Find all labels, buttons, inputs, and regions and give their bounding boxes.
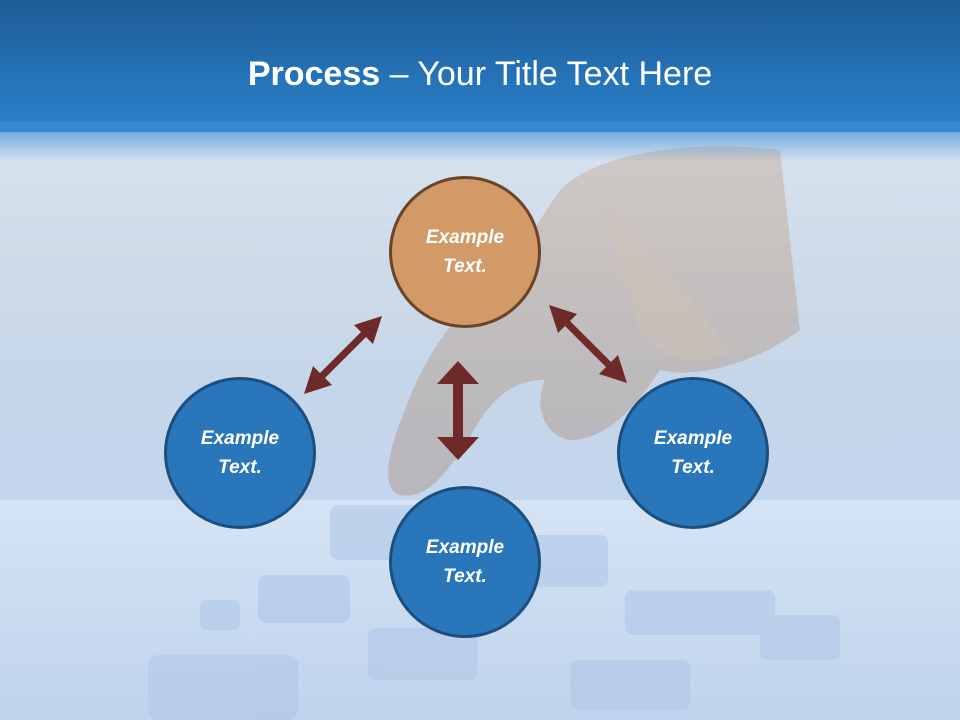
node-bottom-label: Example Text. bbox=[425, 537, 505, 587]
node-left[interactable]: Example Text. bbox=[164, 377, 316, 529]
header-fade bbox=[0, 122, 960, 162]
header-band bbox=[0, 0, 960, 132]
arrow-vertical bbox=[437, 361, 479, 460]
node-top-label: Example Text. bbox=[425, 227, 505, 277]
slide-title[interactable]: Process – Your Title Text Here bbox=[0, 52, 960, 96]
node-top[interactable]: Example Text. bbox=[389, 176, 541, 328]
node-left-label: Example Text. bbox=[200, 428, 280, 478]
title-rest: Your Title Text Here bbox=[417, 55, 713, 93]
title-dash: – bbox=[380, 55, 418, 93]
node-bottom[interactable]: Example Text. bbox=[389, 486, 541, 638]
node-right[interactable]: Example Text. bbox=[617, 377, 769, 529]
node-right-label: Example Text. bbox=[653, 428, 733, 478]
title-bold: Process bbox=[247, 55, 381, 93]
arrow-top-left bbox=[304, 316, 382, 394]
arrow-top-right bbox=[549, 305, 627, 383]
